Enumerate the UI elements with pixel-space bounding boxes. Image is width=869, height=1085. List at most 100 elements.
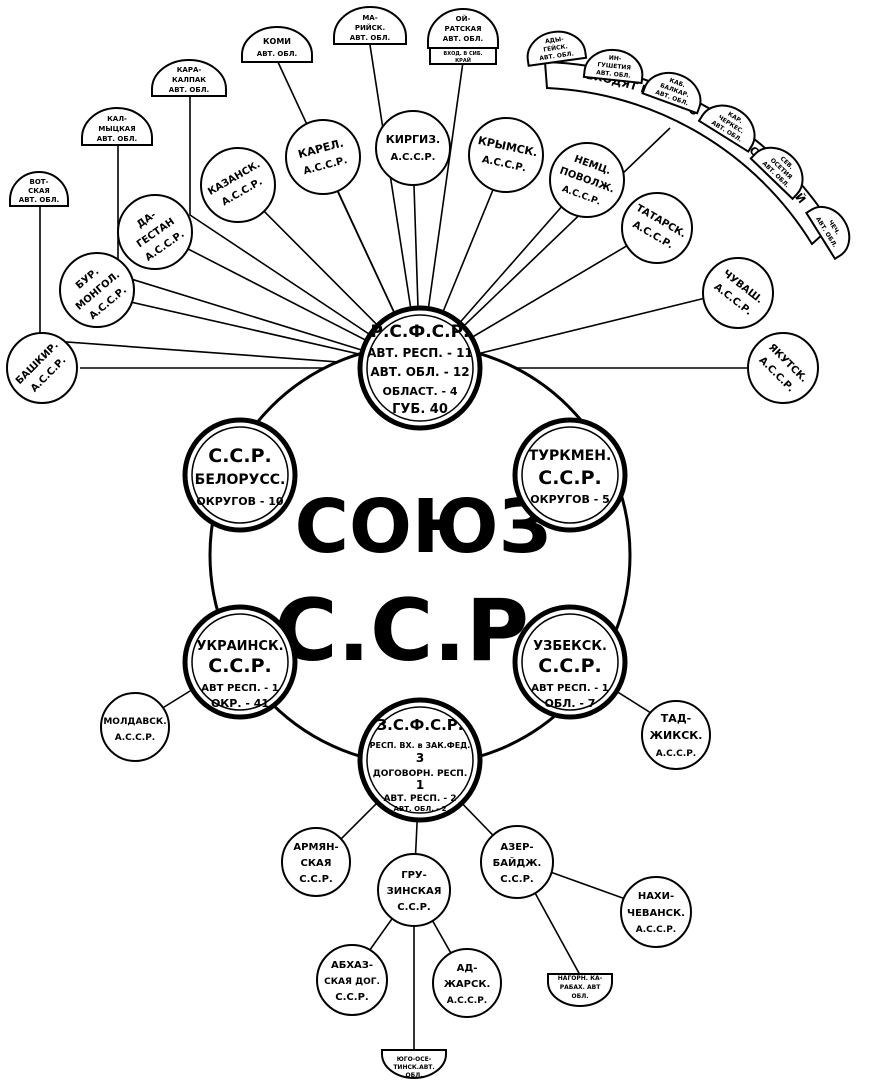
dagestan-assr-node: ДА- ГЕСТАН А.С.С.Р. bbox=[117, 194, 193, 270]
azer-label-3: С.С.Р. bbox=[500, 874, 533, 885]
ukraine-label-3: АВТ РЕСП. - 1 bbox=[201, 683, 278, 694]
zsfsr-line-2: РЕСП. ВХ. в ЗАК.ФЕД. bbox=[370, 741, 471, 750]
nemc-assr-node: НЕМЦ. ПОВОЛЖ. А.С.С.Р. bbox=[549, 142, 625, 218]
moldav-label-2: А.С.С.Р. bbox=[115, 733, 155, 743]
uzbek-label-2: С.С.Р. bbox=[538, 655, 601, 677]
adygey-label-1: АДЫ- bbox=[545, 36, 565, 46]
zsfsr-line-5: 1 bbox=[416, 778, 424, 792]
zsfsr-line-6: АВТ. РЕСП. - 2 bbox=[383, 794, 456, 804]
krym-assr-node: КРЫМСК. А.С.С.Р. bbox=[468, 117, 544, 193]
komi-label-2: АВТ. ОБЛ. bbox=[257, 50, 297, 58]
azer-ssr-node: АЗЕР- БАЙДЖ. С.С.Р. bbox=[480, 825, 554, 899]
abkhaz-ssr-node: АБХАЗ- СКАЯ ДОГ. С.С.Р. bbox=[316, 944, 388, 1016]
zsfsr-line-7: АВТ. ОБЛ. - 2 bbox=[393, 805, 446, 813]
oyrat-label-2: РАТСКАЯ bbox=[445, 25, 482, 33]
zsfsr-node: З.С.Ф.С.Р. РЕСП. ВХ. в ЗАК.ФЕД. 3 ДОГОВО… bbox=[357, 697, 483, 823]
komi-ao-node: КОМИ АВТ. ОБЛ. bbox=[241, 26, 313, 63]
rsfsr-avt-obl: АВТ. ОБЛ. - 12 bbox=[370, 365, 469, 379]
votsk-label-1: ВОТ- bbox=[30, 178, 49, 186]
turkmen-label-2: С.С.Р. bbox=[538, 467, 601, 489]
adygey-ao-node: АДЫ- ГЕЙСК. АВТ. ОБЛ. bbox=[526, 30, 588, 67]
moldav-assr-node: МОЛДАВСК. А.С.С.Р. bbox=[100, 692, 170, 762]
karakalpak-label-1: КАРА- bbox=[177, 66, 202, 74]
nagorn-label-1: НАГОРН. КА- bbox=[558, 975, 603, 982]
rsfsr-gub: ГУБ. 40 bbox=[392, 402, 448, 417]
ingush-label-2: ГУШЕТИЯ bbox=[597, 61, 632, 72]
yugoos-ao-node: ЮГО-ОСЕ- ТИНСК.АВТ. ОБЛ. bbox=[381, 1049, 447, 1079]
turkmen-label-3: ОКРУГОВ - 5 bbox=[530, 493, 610, 506]
uzbek-ssr-node: УЗБЕКСК. С.С.Р. АВТ РЕСП. - 1 ОБЛ. - 7 bbox=[512, 604, 628, 720]
adzhar-label-2: ЖАРСК. bbox=[444, 979, 491, 990]
belorus-label-3: ОКРУГОВ - 10 bbox=[196, 495, 284, 508]
gruz-label-2: ЗИНСКАЯ bbox=[387, 886, 442, 897]
kirgiz-assr-node: КИРГИЗ. А.С.С.Р. bbox=[375, 110, 451, 186]
tadzhik-label-2: ЖИКСК. bbox=[650, 729, 703, 742]
oyrat-label-3: АВТ. ОБЛ. bbox=[443, 35, 483, 43]
uzbek-label-4: ОБЛ. - 7 bbox=[545, 697, 596, 710]
yugoos-label-3: ОБЛ. bbox=[406, 1072, 423, 1079]
ingush-label-3: АВТ. ОБЛ. bbox=[596, 69, 631, 80]
oyrat-ao-node: ОЙ- РАТСКАЯ АВТ. ОБЛ. ВХОД. В СИБ. КРАЙ bbox=[427, 8, 499, 65]
armen-label-2: СКАЯ bbox=[301, 858, 332, 869]
chuvash-assr-node: ЧУВАШ. А.С.С.Р. bbox=[702, 257, 774, 329]
nakhich-label-3: А.С.С.Р. bbox=[636, 925, 676, 935]
gruz-label-1: ГРУ- bbox=[401, 870, 427, 881]
nakhich-label-1: НАХИ- bbox=[638, 891, 674, 902]
adygey-label-2: ГЕЙСК. bbox=[543, 42, 568, 53]
armen-ssr-node: АРМЯН- СКАЯ С.С.Р. bbox=[281, 827, 351, 897]
tadzhik-assr-node: ТАД- ЖИКСК. А.С.С.Р. bbox=[641, 700, 711, 770]
kalmyk-label-1: КАЛ- bbox=[107, 115, 127, 123]
oyrat-label-1: ОЙ- bbox=[456, 14, 471, 23]
mariysk-label-1: МА- bbox=[362, 14, 377, 22]
yugoos-label-2: ТИНСК.АВТ. bbox=[393, 1064, 434, 1071]
abkhaz-label-3: С.С.Р. bbox=[335, 992, 368, 1003]
nagorn-label-3: ОБЛ. bbox=[572, 993, 589, 1000]
belorus-label-1: С.С.Р. bbox=[208, 445, 271, 467]
union-title-word: СОЮЗ bbox=[295, 484, 552, 570]
tadzhik-label-3: А.С.С.Р. bbox=[656, 749, 696, 759]
bashkir-assr-node: БАШКИР. А.С.С.Р. bbox=[6, 332, 78, 404]
karakalpak-label-3: АВТ. ОБЛ. bbox=[169, 86, 209, 94]
armen-label-1: АРМЯН- bbox=[293, 842, 338, 853]
karakalpak-ao-node: КАРА- КАЛПАК АВТ. ОБЛ. bbox=[151, 59, 227, 97]
uzbek-label-3: АВТ РЕСП. - 1 bbox=[531, 683, 608, 694]
mariysk-label-3: АВТ. ОБЛ. bbox=[350, 34, 390, 42]
abkhaz-label-1: АБХАЗ- bbox=[331, 960, 373, 971]
adzhar-label-3: А.С.С.Р. bbox=[447, 996, 487, 1006]
gruz-ssr-node: ГРУ- ЗИНСКАЯ С.С.Р. bbox=[377, 853, 451, 927]
adzhar-assr-node: АД- ЖАРСК. А.С.С.Р. bbox=[432, 948, 502, 1018]
kalmyk-label-3: АВТ. ОБЛ. bbox=[97, 135, 137, 143]
kirgiz-label-1: КИРГИЗ. bbox=[386, 133, 440, 146]
votsk-ao-node: ВОТ- СКАЯ АВТ. ОБЛ. bbox=[9, 171, 69, 207]
kalmyk-label-2: МЫЦКАЯ bbox=[98, 125, 135, 133]
yakut-assr-node: ЯКУТСК. А.С.С.Р. bbox=[747, 332, 819, 404]
mariysk-ao-node: МА- РИЙСК. АВТ. ОБЛ. bbox=[333, 6, 407, 45]
tadzhik-label-1: ТАД- bbox=[661, 712, 691, 725]
karachay-ao-node: КАР. ЧЕРКЕС. АВТ. ОБЛ. bbox=[697, 104, 756, 153]
azer-label-2: БАЙДЖ. bbox=[493, 856, 542, 869]
ukraine-ssr-node: УКРАИНСК. С.С.Р. АВТ РЕСП. - 1 ОКР. - 41 bbox=[182, 604, 298, 720]
nakhich-label-2: ЧЕВАНСК. bbox=[627, 908, 685, 919]
ukraine-label-1: УКРАИНСК. bbox=[196, 639, 283, 654]
mariysk-label-2: РИЙСК. bbox=[355, 23, 385, 32]
votsk-label-3: АВТ. ОБЛ. bbox=[19, 196, 59, 204]
zsfsr-title: З.С.Ф.С.Р. bbox=[376, 716, 463, 734]
ingush-label-1: ИН- bbox=[608, 54, 622, 62]
zsfsr-line-4: ДОГОВОРН. РЕСП. bbox=[373, 769, 468, 779]
burmong-assr-node: БУР. МОНГОЛ. А.С.С.Р. bbox=[59, 252, 135, 328]
moldav-label-1: МОЛДАВСК. bbox=[103, 717, 166, 727]
azer-label-1: АЗЕР- bbox=[500, 842, 533, 853]
zsfsr-line-3: 3 bbox=[416, 751, 424, 765]
armen-label-3: С.С.Р. bbox=[299, 874, 332, 885]
votsk-label-2: СКАЯ bbox=[28, 187, 50, 195]
rsfsr-node: Р.С.Ф.С.Р. АВТ. РЕСП. - 11 АВТ. ОБЛ. - 1… bbox=[357, 305, 483, 431]
nagorn-ao-node: НАГОРН. КА- РАБАХ. АВТ ОБЛ. bbox=[547, 973, 613, 1007]
oyrat-label-4: ВХОД. В СИБ. bbox=[443, 51, 482, 57]
ukraine-label-2: С.С.Р. bbox=[208, 655, 271, 677]
belorus-ssr-node: С.С.Р. БЕЛОРУСС. ОКРУГОВ - 10 bbox=[182, 417, 298, 533]
kirgiz-label-2: А.С.С.Р. bbox=[391, 152, 436, 163]
rsfsr-oblast: ОБЛАСТ. - 4 bbox=[382, 385, 457, 398]
abkhaz-label-2: СКАЯ ДОГ. bbox=[324, 977, 380, 987]
gruz-label-3: С.С.Р. bbox=[397, 902, 430, 913]
